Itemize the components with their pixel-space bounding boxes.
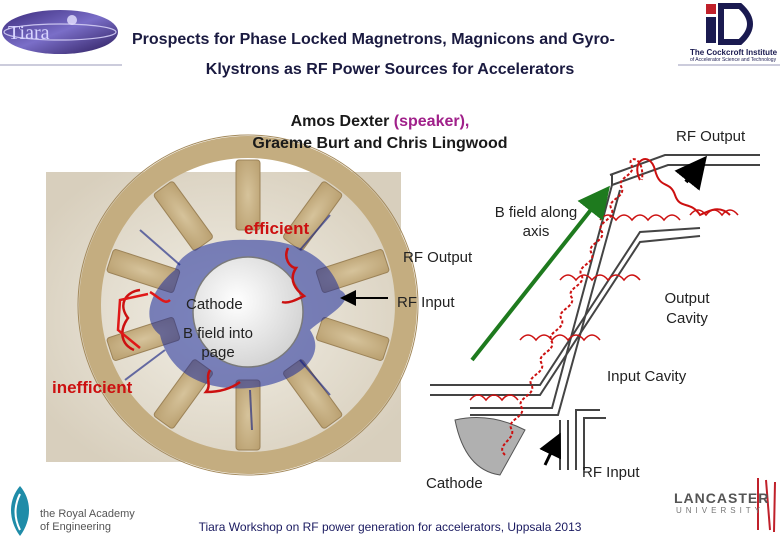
lancaster-logo [757,478,776,533]
tiara-logo [2,10,118,54]
rf-output-arrow [674,155,707,191]
lancaster-text-2: UNIVERSITY [676,506,765,515]
authors-line2: Graeme Burt and Chris Lingwood [252,135,508,152]
label-b-field-along-line1: B field along [494,204,578,221]
rf-input-arrow [539,432,562,466]
lancaster-text-1: LANCASTER [674,490,770,506]
authors-line1: Amos Dexter (speaker), [200,111,560,133]
authors-block: Amos Dexter (speaker), Graeme Burt and C… [200,111,560,155]
klystron-diagram [430,154,760,476]
label-magnetron-rf-output: RF Output [403,249,473,266]
label-b-field-into-line1: B field into [182,325,254,342]
klystron-cathode [454,417,526,476]
label-efficient: efficient [244,219,310,238]
cockcroft-logo-subtext: of Accelerator Science and Technology [690,57,777,63]
label-output-cavity-line2: Cavity [666,310,708,327]
cockcroft-logo [706,3,753,45]
label-klystron-rf-output: RF Output [676,128,746,145]
cockcroft-logo-text: The Cockcroft Institute [690,48,778,57]
label-magnetron-rf-input: RF Input [397,294,455,311]
slide-title-line2: Klystrons as RF Power Sources for Accele… [205,61,575,78]
magnetron-diagram [46,134,419,476]
slide-title-line1: Prospects for Phase Locked Magnetrons, M… [132,31,615,48]
magnetron-cathode [192,256,304,368]
label-b-field-along-line2: axis [522,223,550,240]
royal-academy-text-1: the Royal Academy [40,508,135,520]
label-magnetron-cathode: Cathode [186,296,243,313]
label-input-cavity: Input Cavity [607,368,687,385]
label-b-field-into-line2: page [201,344,235,361]
label-inefficient: inefficient [52,378,133,397]
author-speaker: Amos Dexter [290,113,390,130]
tiara-logo-text: Tiara [8,22,50,44]
royal-academy-text-2: of Engineering [40,521,111,533]
footer-text: Tiara Workshop on RF power generation fo… [198,520,582,534]
label-output-cavity-line1: Output [664,290,710,307]
label-klystron-rf-input: RF Input [582,464,640,481]
label-klystron-cathode: Cathode [426,475,483,492]
royal-academy-logo [11,486,29,536]
b-field-arrow [470,185,610,362]
speaker-tag: (speaker), [393,113,470,130]
